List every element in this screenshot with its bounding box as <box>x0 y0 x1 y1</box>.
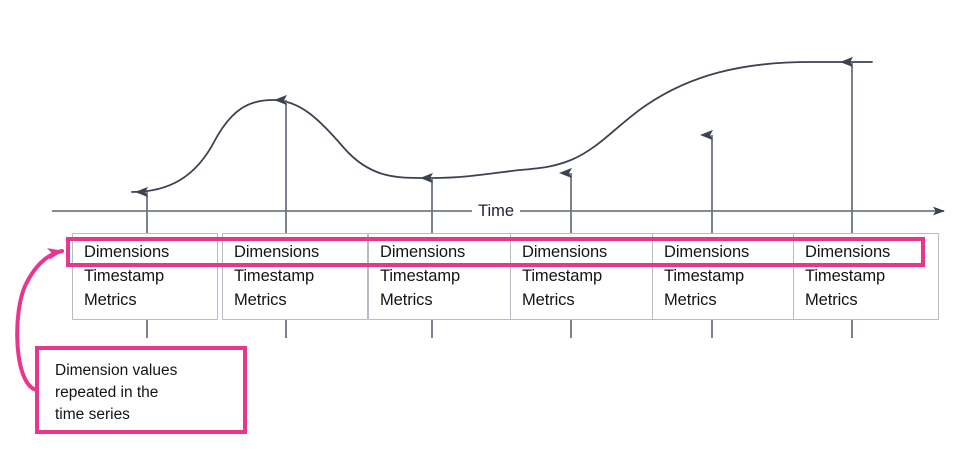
record-field-metrics: Metrics <box>84 291 137 309</box>
callout-line-1: Dimension values <box>55 362 178 379</box>
record-field-timestamp: Timestamp <box>664 267 745 285</box>
record-field-metrics: Metrics <box>522 291 575 309</box>
record-field-timestamp: Timestamp <box>805 267 886 285</box>
record-field-metrics: Metrics <box>234 291 287 309</box>
callout-connector-arrow <box>15 248 64 392</box>
record-field-timestamp: Timestamp <box>522 267 603 285</box>
record-field-dimensions: Dimensions <box>805 243 891 261</box>
record-field-timestamp: Timestamp <box>234 267 315 285</box>
record-field-dimensions: Dimensions <box>380 243 466 261</box>
record-field-metrics: Metrics <box>380 291 433 309</box>
record-field-dimensions: Dimensions <box>234 243 320 261</box>
record-field-metrics: Metrics <box>805 291 858 309</box>
record-field-metrics: Metrics <box>664 291 717 309</box>
record-field-timestamp: Timestamp <box>84 267 165 285</box>
callout-line-3: time series <box>55 406 130 423</box>
record-field-timestamp: Timestamp <box>380 267 461 285</box>
metric-curve <box>131 61 873 193</box>
time-axis-label: Time <box>472 200 521 222</box>
record-field-dimensions: Dimensions <box>522 243 608 261</box>
callout-line-2: repeated in the <box>55 384 159 401</box>
record-field-dimensions: Dimensions <box>664 243 750 261</box>
callout-box: Dimension values repeated in the time se… <box>35 346 247 434</box>
record-field-dimensions: Dimensions <box>84 243 170 261</box>
